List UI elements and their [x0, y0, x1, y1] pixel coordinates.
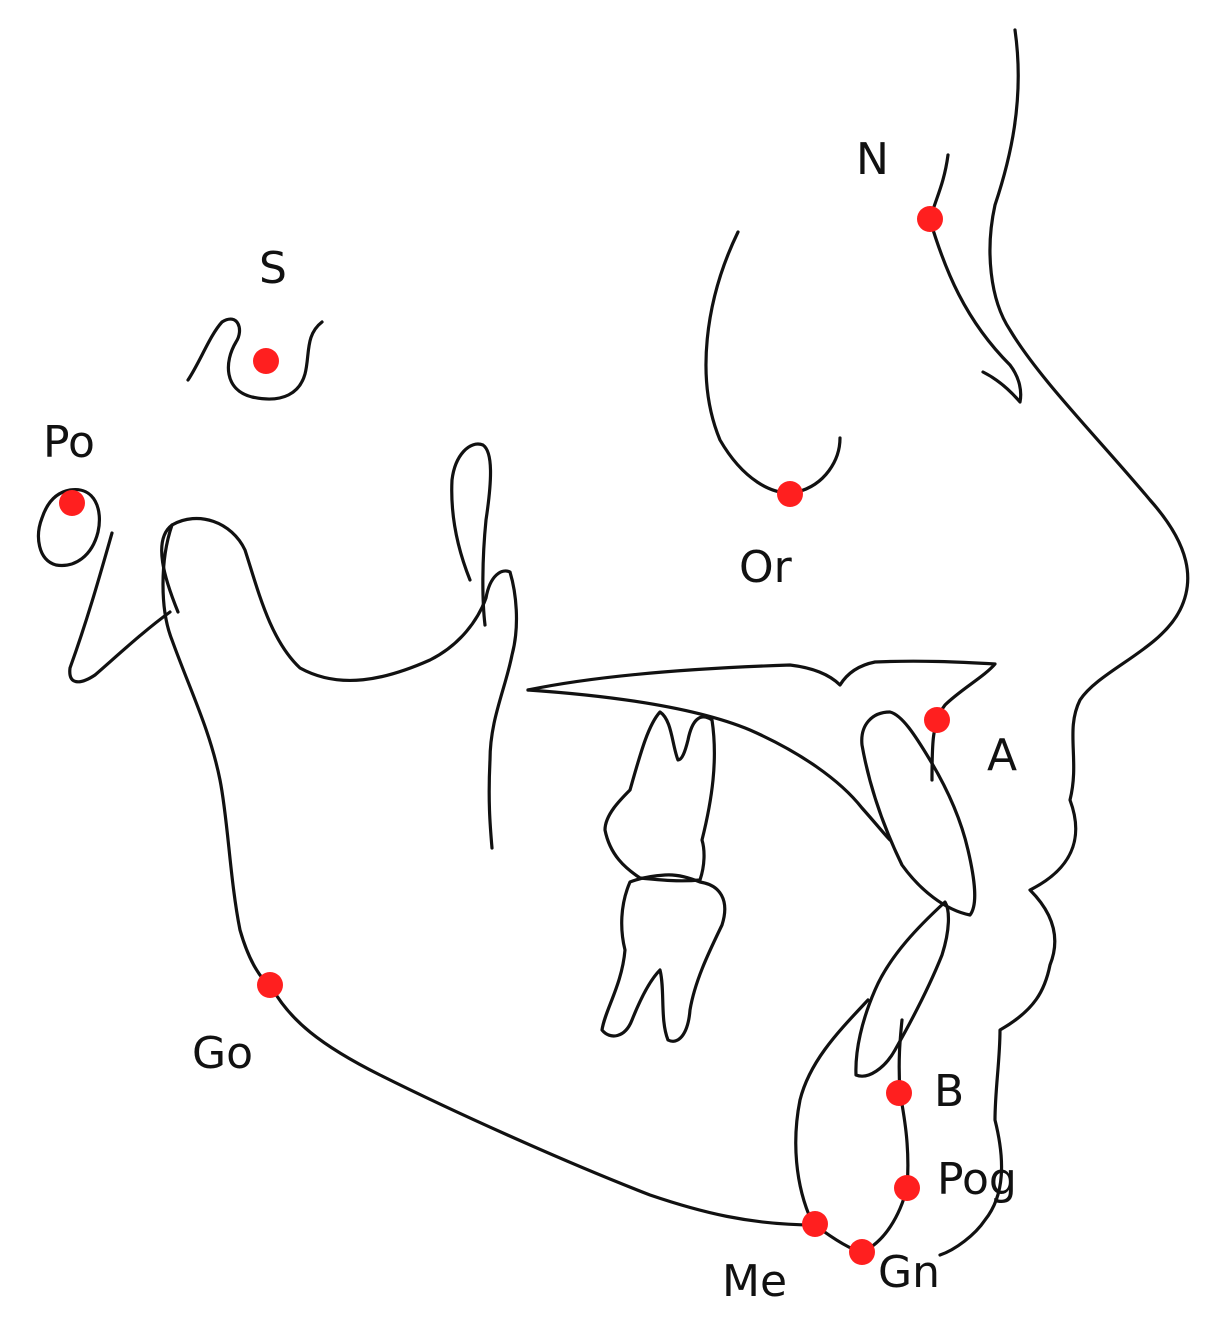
- landmark-b-dot: [886, 1080, 912, 1106]
- landmark-me-dot: [802, 1211, 828, 1237]
- landmark-n-dot: [917, 206, 943, 232]
- soft-tissue-profile: [938, 28, 1190, 1257]
- porion-ring: [37, 488, 101, 568]
- landmark-a-dot: [924, 707, 950, 733]
- upper-molar: [603, 710, 716, 883]
- landmark-gn-label: Gn: [878, 1247, 940, 1298]
- landmark-pog-label: Pog: [937, 1154, 1017, 1205]
- landmark-go-label: Go: [192, 1028, 253, 1079]
- landmark-s-dot: [253, 348, 279, 374]
- palatal-plane: [526, 659, 997, 782]
- mandible-outline: [160, 516, 519, 850]
- lower-incisor: [854, 900, 950, 1078]
- coronoid-process: [450, 442, 493, 627]
- landmark-b-label: B: [934, 1066, 964, 1117]
- palate-underside: [526, 688, 892, 842]
- landmark-po-label: Po: [43, 417, 95, 468]
- landmark-a-label: A: [987, 730, 1017, 781]
- lower-molar: [600, 873, 727, 1043]
- landmark-po-dot: [59, 490, 85, 516]
- mastoid-process: [68, 531, 172, 684]
- orbit-contour: [704, 230, 842, 495]
- mandible-ramus-border: [161, 523, 817, 1227]
- upper-incisor: [860, 710, 977, 917]
- landmark-pog-dot: [894, 1175, 920, 1201]
- landmark-me-label: Me: [722, 1256, 787, 1307]
- landmark-or-dot: [777, 481, 803, 507]
- landmark-n-label: N: [856, 134, 889, 185]
- landmark-or-label: Or: [739, 542, 793, 593]
- lingual-symphysis: [794, 998, 870, 1224]
- landmark-s-label: S: [259, 243, 287, 294]
- sella-turcica: [186, 317, 324, 401]
- landmark-gn-dot: [849, 1239, 875, 1265]
- nasal-bone-contour: [928, 153, 1023, 404]
- landmark-go-dot: [257, 972, 283, 998]
